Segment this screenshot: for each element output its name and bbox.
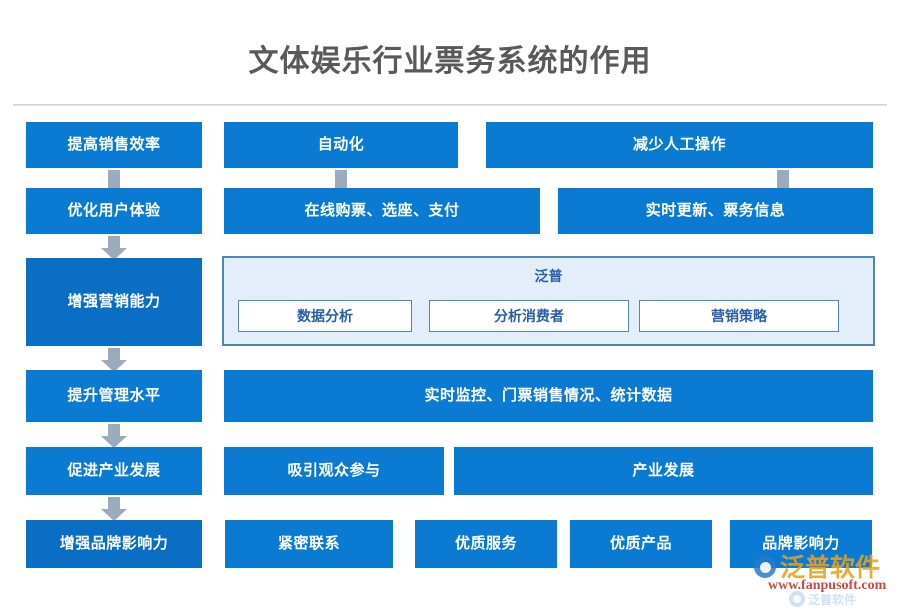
row6-node-quality-product[interactable]: 优质产品 xyxy=(570,520,712,568)
header-divider xyxy=(13,104,887,106)
spine-node-1[interactable]: 提高销售效率 xyxy=(26,122,202,168)
sub-panel-item-marketing-strategy[interactable]: 营销策略 xyxy=(639,300,839,332)
row6-node-brand-influence[interactable]: 品牌影响力 xyxy=(730,520,872,568)
page-title: 文体娱乐行业票务系统的作用 xyxy=(248,45,652,78)
row1-node-reduce-manual[interactable]: 减少人工操作 xyxy=(486,122,873,168)
fanpu-logo-icon xyxy=(789,591,805,607)
row6-node-quality-service[interactable]: 优质服务 xyxy=(415,520,557,568)
header: 文体娱乐行业票务系统的作用 xyxy=(0,0,900,106)
row1-node-automation[interactable]: 自动化 xyxy=(224,122,458,168)
marketing-sub-panel: 泛普 数据分析 分析消费者 营销策略 泛普软件 xyxy=(222,256,875,607)
row5-node-attract-audience[interactable]: 吸引观众参与 xyxy=(224,447,444,495)
watermark-panel-brand: 泛普软件 xyxy=(808,592,857,607)
row4-node-monitoring[interactable]: 实时监控、门票销售情况、统计数据 xyxy=(224,370,873,422)
arrow-down-spine-4 xyxy=(101,424,127,448)
row5-node-industry-development[interactable]: 产业发展 xyxy=(454,447,873,495)
sub-panel-item-data-analysis[interactable]: 数据分析 xyxy=(238,300,412,332)
spine-node-3[interactable]: 增强营销能力 xyxy=(26,258,202,346)
sub-panel-item-consumer-analysis[interactable]: 分析消费者 xyxy=(429,300,629,332)
spine-node-2[interactable]: 优化用户体验 xyxy=(26,188,202,234)
arrow-down-spine-2 xyxy=(101,236,127,260)
watermark-panel: 泛普软件 xyxy=(789,588,900,610)
row2-node-online-purchase[interactable]: 在线购票、选座、支付 xyxy=(224,188,540,234)
row2-node-realtime-update[interactable]: 实时更新、票务信息 xyxy=(558,188,873,234)
arrow-down-spine-3 xyxy=(101,348,127,372)
sub-panel-title: 泛普 xyxy=(534,268,563,284)
arrow-down-spine-5 xyxy=(101,497,127,521)
spine-node-6[interactable]: 增强品牌影响力 xyxy=(26,520,202,568)
row6-node-close-connection[interactable]: 紧密联系 xyxy=(225,520,393,568)
spine-node-5[interactable]: 促进产业发展 xyxy=(26,447,202,495)
spine-node-4[interactable]: 提升管理水平 xyxy=(26,370,202,422)
